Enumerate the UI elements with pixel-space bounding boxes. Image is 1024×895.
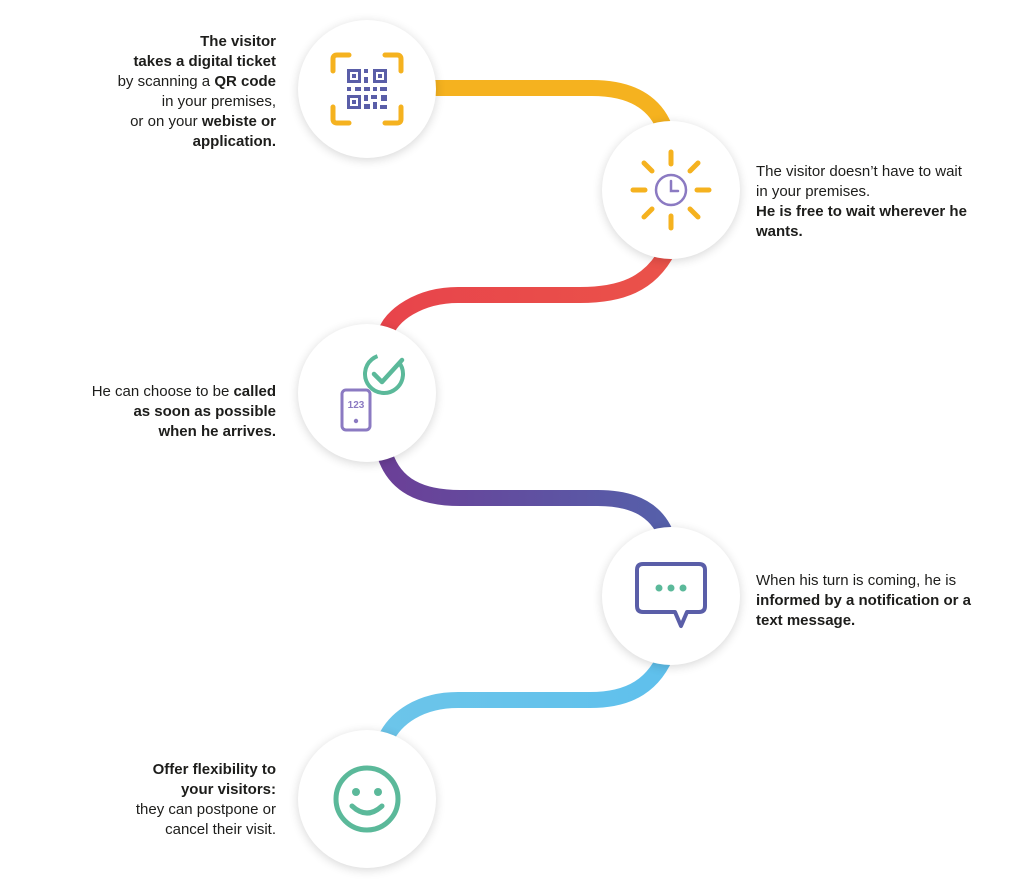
phone-check-icon: 123	[340, 353, 405, 432]
step-1-text: The visitor takes a digital ticket by scan…	[118, 32, 276, 152]
bold-text: as soon as possible	[133, 403, 276, 420]
step-text-line: He is free to wait wherever he	[756, 202, 967, 222]
step-5-text: Offer flexibility to your visitors: they c…	[136, 760, 276, 840]
text: by scanning a	[117, 73, 215, 90]
connector-segment-3	[377, 452, 676, 543]
step-text-line: informed by a notification or a	[756, 591, 971, 611]
step-2-circle	[602, 121, 740, 259]
text: The visitor doesn’t have to wait	[756, 163, 962, 180]
text: He can choose to be	[91, 383, 234, 400]
text: they can postpone or	[135, 801, 276, 818]
step-text-line: or on your webiste or	[118, 112, 276, 132]
step-text-line: text message.	[756, 611, 971, 631]
bold-text: QR code	[214, 73, 276, 90]
step-text-line: in your premises.	[756, 182, 967, 202]
step-text-line: takes a digital ticket	[118, 52, 276, 72]
bold-text: your visitors:	[180, 781, 276, 798]
step-text-line: they can postpone or	[136, 800, 276, 820]
step-3-circle: 123	[298, 324, 436, 462]
step-2-text: The visitor doesn’t have to wait in your …	[756, 162, 967, 242]
connector-segment-4	[377, 646, 676, 744]
step-4-text: When his turn is coming, he is informed b…	[756, 571, 971, 631]
smiley-icon	[333, 765, 401, 833]
text: or on your	[130, 113, 202, 130]
step-text-line: He can choose to be called	[92, 382, 276, 402]
step-1-circle	[298, 20, 436, 158]
step-text-line: The visitor doesn’t have to wait	[756, 162, 967, 182]
step-text-line: when he arrives.	[92, 422, 276, 442]
step-text-line: your visitors:	[136, 780, 276, 800]
bold-text: text message.	[756, 612, 856, 629]
text: in your premises,	[161, 93, 276, 110]
bold-text: The visitor	[200, 33, 276, 50]
bold-text: webiste or	[201, 113, 276, 130]
connector-segment-2	[377, 246, 676, 338]
bold-text: takes a digital ticket	[133, 53, 276, 70]
step-text-line: Offer flexibility to	[136, 760, 276, 780]
text: When his turn is coming, he is	[756, 572, 957, 589]
text: cancel their visit.	[165, 821, 276, 838]
bold-text: informed by a notification or a	[756, 592, 972, 609]
step-text-line: wants.	[756, 222, 967, 242]
step-5-circle	[298, 730, 436, 868]
step-text-line: When his turn is coming, he is	[756, 571, 971, 591]
sun-clock-icon	[630, 149, 712, 231]
bold-text: wants.	[756, 223, 803, 240]
bold-text: He is free to wait wherever he	[756, 203, 967, 220]
text: in your premises.	[756, 183, 871, 200]
phone-screen-number: 123	[348, 400, 365, 411]
bold-text: called	[233, 383, 276, 400]
step-text-line: as soon as possible	[92, 402, 276, 422]
step-text-line: application.	[118, 132, 276, 152]
step-text-line: The visitor	[118, 32, 276, 52]
qr-code-scan-icon	[330, 52, 404, 126]
step-4-circle	[602, 527, 740, 665]
bold-text: when he arrives.	[158, 423, 276, 440]
bold-text: Offer flexibility to	[152, 761, 276, 778]
bold-text: application.	[192, 133, 276, 150]
step-text-line: by scanning a QR code	[118, 72, 276, 92]
step-text-line: in your premises,	[118, 92, 276, 112]
chat-bubble-icon	[635, 562, 707, 628]
step-text-line: cancel their visit.	[136, 820, 276, 840]
